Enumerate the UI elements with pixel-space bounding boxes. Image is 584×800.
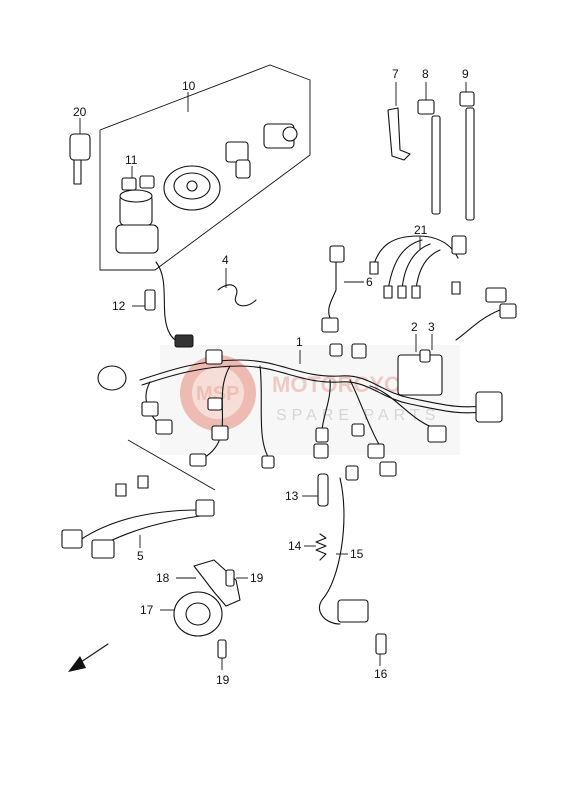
callout-21: 21 xyxy=(414,223,428,237)
callout-15: 15 xyxy=(350,547,364,561)
relay-part-2-3 xyxy=(397,334,443,396)
watermark-logo-letters: MSP xyxy=(196,383,239,405)
fuel-cap xyxy=(163,165,221,211)
callout-9: 9 xyxy=(462,67,469,81)
key-part-20 xyxy=(69,118,91,185)
callout-12: 12 xyxy=(112,299,126,313)
watermark-subtitle: SPARE PARTS xyxy=(276,407,440,424)
sensor-part-13 xyxy=(302,473,329,507)
callout-20: 20 xyxy=(73,105,87,119)
callout-19-upper: 19 xyxy=(250,571,264,585)
sub-harness-part-6 xyxy=(321,245,364,333)
clip-part-4 xyxy=(217,268,257,307)
ignition-switch-part-11 xyxy=(115,166,194,348)
callout-labels: 10 20 11 12 4 6 7 8 9 21 2 3 1 5 13 14 1… xyxy=(73,67,469,687)
callout-19-lower: 19 xyxy=(216,673,230,687)
callout-4: 4 xyxy=(222,253,229,267)
callout-5: 5 xyxy=(137,549,144,563)
harness-branch-part-21 xyxy=(369,235,467,299)
callout-10: 10 xyxy=(182,79,196,93)
callout-13: 13 xyxy=(285,489,299,503)
callout-11: 11 xyxy=(125,153,138,167)
callout-1: 1 xyxy=(296,335,303,349)
callout-17: 17 xyxy=(140,603,154,617)
bolt-part-19-a xyxy=(225,569,248,587)
seat-lock xyxy=(225,123,298,179)
lead-wire-part-15 xyxy=(318,465,359,625)
harness-part-5 xyxy=(61,439,216,559)
watermark-logo: MSP xyxy=(180,355,256,431)
callout-7: 7 xyxy=(392,67,399,81)
callout-16: 16 xyxy=(374,667,388,681)
main-harness-part-1 xyxy=(97,287,517,477)
lock-set-box xyxy=(99,64,311,271)
callout-14: 14 xyxy=(288,539,302,553)
horn-bracket-part-18 xyxy=(176,559,241,607)
callout-8: 8 xyxy=(422,67,429,81)
spring-part-14 xyxy=(304,533,327,561)
callout-18: 18 xyxy=(156,571,170,585)
front-direction-arrow-icon xyxy=(68,643,109,672)
clamp-part-9 xyxy=(459,82,475,221)
bolt-part-19-b xyxy=(217,639,227,670)
callout-2: 2 xyxy=(411,320,418,334)
bracket-part-7 xyxy=(387,82,411,161)
clamp-part-8 xyxy=(417,82,441,215)
switch-part-16 xyxy=(337,599,387,666)
callout-3: 3 xyxy=(428,320,435,334)
callout-6: 6 xyxy=(366,275,373,289)
horn-part-17 xyxy=(160,591,223,637)
bolt-part-12 xyxy=(132,289,156,311)
